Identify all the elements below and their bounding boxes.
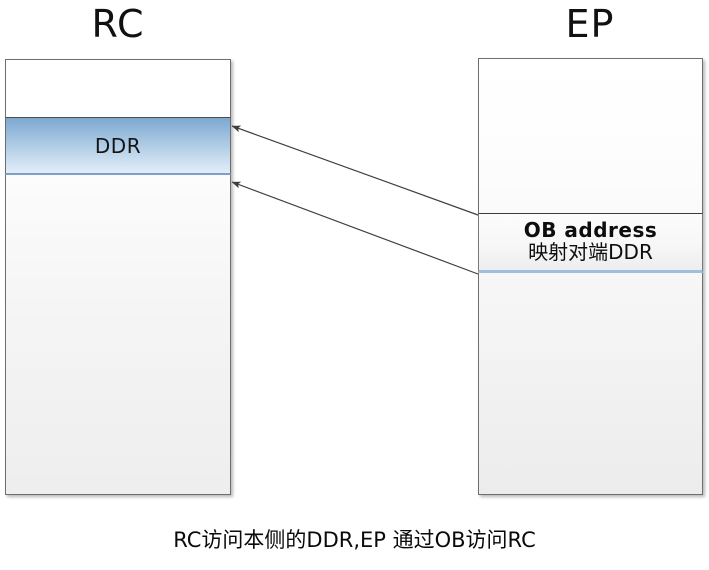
ep-ob-mapping-label: 映射对端DDR xyxy=(528,240,653,264)
ep-title: EP xyxy=(565,2,615,46)
diagram-caption: RC访问本侧的DDR,EP 通过OB访问RC xyxy=(173,528,536,552)
connector-ob-to-ddr-top xyxy=(231,125,479,216)
rc-title: RC xyxy=(91,2,145,46)
rc-ddr-label: DDR xyxy=(94,133,142,158)
ep-ob-address-block: OB address 映射对端DDR xyxy=(478,213,703,273)
connector-ob-to-ddr-bottom xyxy=(231,181,479,275)
ep-memory-column xyxy=(478,58,703,495)
rc-ddr-block: DDR xyxy=(5,117,231,175)
ep-ob-address-label: OB address xyxy=(523,218,658,243)
